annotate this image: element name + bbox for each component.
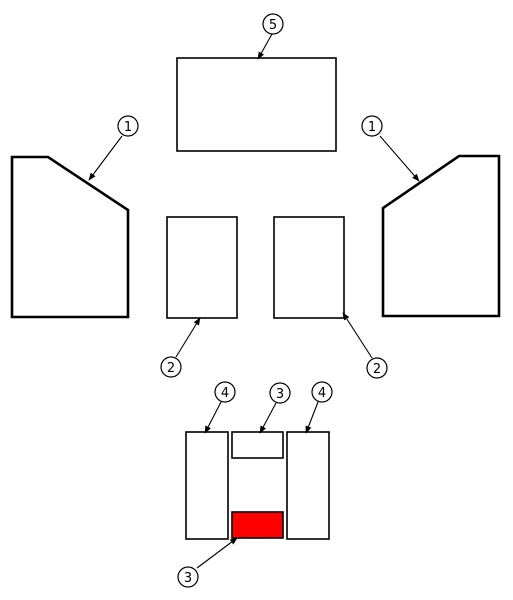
callout-3-top: 3 (269, 382, 291, 404)
leader-3-top (259, 402, 277, 434)
callout-5: 5 (262, 13, 284, 35)
leader-1-left (88, 135, 123, 181)
callout-number: 5 (269, 18, 277, 33)
callout-bubble (160, 356, 182, 378)
part-2-right-panel (273, 216, 345, 319)
callout-bubble (117, 115, 139, 137)
part-2-left-panel (166, 216, 238, 319)
part-3-bottom-block-highlighted (231, 511, 284, 539)
leader-2-left (175, 317, 201, 358)
part-1-left-side-panel (10, 155, 130, 319)
callout-bubble (214, 381, 236, 403)
leader-2-right (342, 312, 373, 359)
callout-bubble (361, 115, 383, 137)
callout-bubble (366, 357, 388, 379)
part-4-right-panel (286, 431, 330, 540)
callout-number: 2 (167, 361, 175, 376)
callout-2-right: 2 (366, 357, 388, 379)
callout-number: 2 (373, 362, 381, 377)
callout-number: 4 (318, 386, 326, 401)
callout-4-left: 4 (214, 381, 236, 403)
callout-1-left: 1 (117, 115, 139, 137)
callout-bubble (269, 382, 291, 404)
leader-1-right (379, 135, 420, 182)
callout-number: 1 (124, 120, 132, 135)
callout-2-left: 2 (160, 356, 182, 378)
callout-3-bottom: 3 (177, 566, 199, 588)
part-4-left-panel (185, 431, 229, 540)
part-1-right-side-panel (381, 154, 501, 318)
callout-4-right: 4 (311, 381, 333, 403)
callout-number: 1 (368, 120, 376, 135)
callout-number: 4 (221, 386, 229, 401)
callout-bubble (262, 13, 284, 35)
leader-4-left (204, 401, 222, 434)
leader-5 (257, 33, 273, 60)
callout-bubble (177, 566, 199, 588)
part-5-top-panel (176, 57, 337, 152)
callout-number: 3 (184, 571, 192, 586)
callout-number: 3 (276, 387, 284, 402)
leader-4-right (305, 401, 319, 434)
callout-1-right: 1 (361, 115, 383, 137)
leader-lines (88, 33, 420, 569)
part-3-top-block (231, 431, 284, 459)
callout-bubble (311, 381, 333, 403)
leader-3-bottom (196, 537, 238, 569)
